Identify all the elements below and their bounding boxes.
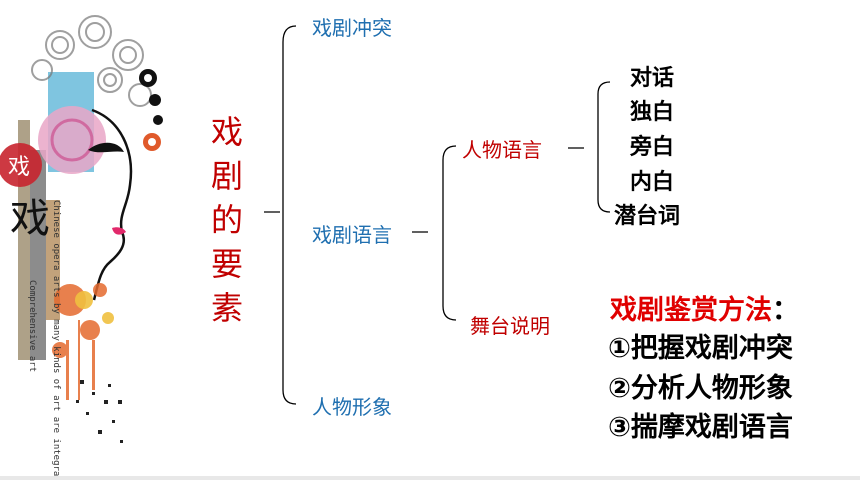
methods-title: 戏剧鉴赏方法 bbox=[610, 295, 772, 326]
node-dialogue: 对话 bbox=[630, 66, 675, 91]
title-char: 要 bbox=[210, 245, 243, 283]
node-character-image: 人物形象 bbox=[312, 395, 392, 419]
method-item: ③揣摩戏剧语言 bbox=[608, 412, 793, 443]
diagram-title: 戏 剧 的 要 素 bbox=[210, 110, 244, 330]
node-character-speech: 人物语言 bbox=[462, 138, 542, 162]
node-inner-voice: 内白 bbox=[630, 170, 675, 195]
node-drama-language: 戏剧语言 bbox=[312, 223, 392, 247]
methods-heading: 戏剧鉴赏方法： bbox=[610, 288, 799, 327]
node-subtext: 潜台词 bbox=[614, 204, 681, 229]
opera-mask-illustration: 戏 戏 Chinese opera arts by many kinds of … bbox=[0, 15, 163, 476]
title-char: 戏 bbox=[210, 113, 243, 151]
title-char: 素 bbox=[210, 289, 243, 327]
methods-colon: ： bbox=[772, 295, 799, 326]
main-bracket bbox=[264, 25, 297, 405]
method-item: ①把握戏剧冲突 bbox=[608, 333, 793, 364]
side-text-english: Chinese opera arts by many kinds of art … bbox=[51, 200, 61, 476]
node-monologue: 独白 bbox=[630, 100, 675, 125]
side-text-comprehensive: Comprehensive art bbox=[27, 280, 37, 372]
title-char: 剧 bbox=[210, 157, 243, 195]
brush-character: 戏 bbox=[10, 196, 50, 242]
seal-character: 戏 bbox=[8, 155, 30, 180]
speech-bracket bbox=[568, 81, 611, 213]
bottom-rule bbox=[0, 476, 860, 480]
node-drama-conflict: 戏剧冲突 bbox=[312, 16, 392, 40]
node-aside: 旁白 bbox=[630, 135, 675, 160]
method-item: ②分析人物形象 bbox=[608, 373, 793, 404]
node-stage-directions: 舞台说明 bbox=[470, 314, 550, 338]
language-bracket bbox=[412, 145, 457, 321]
title-char: 的 bbox=[210, 201, 243, 239]
